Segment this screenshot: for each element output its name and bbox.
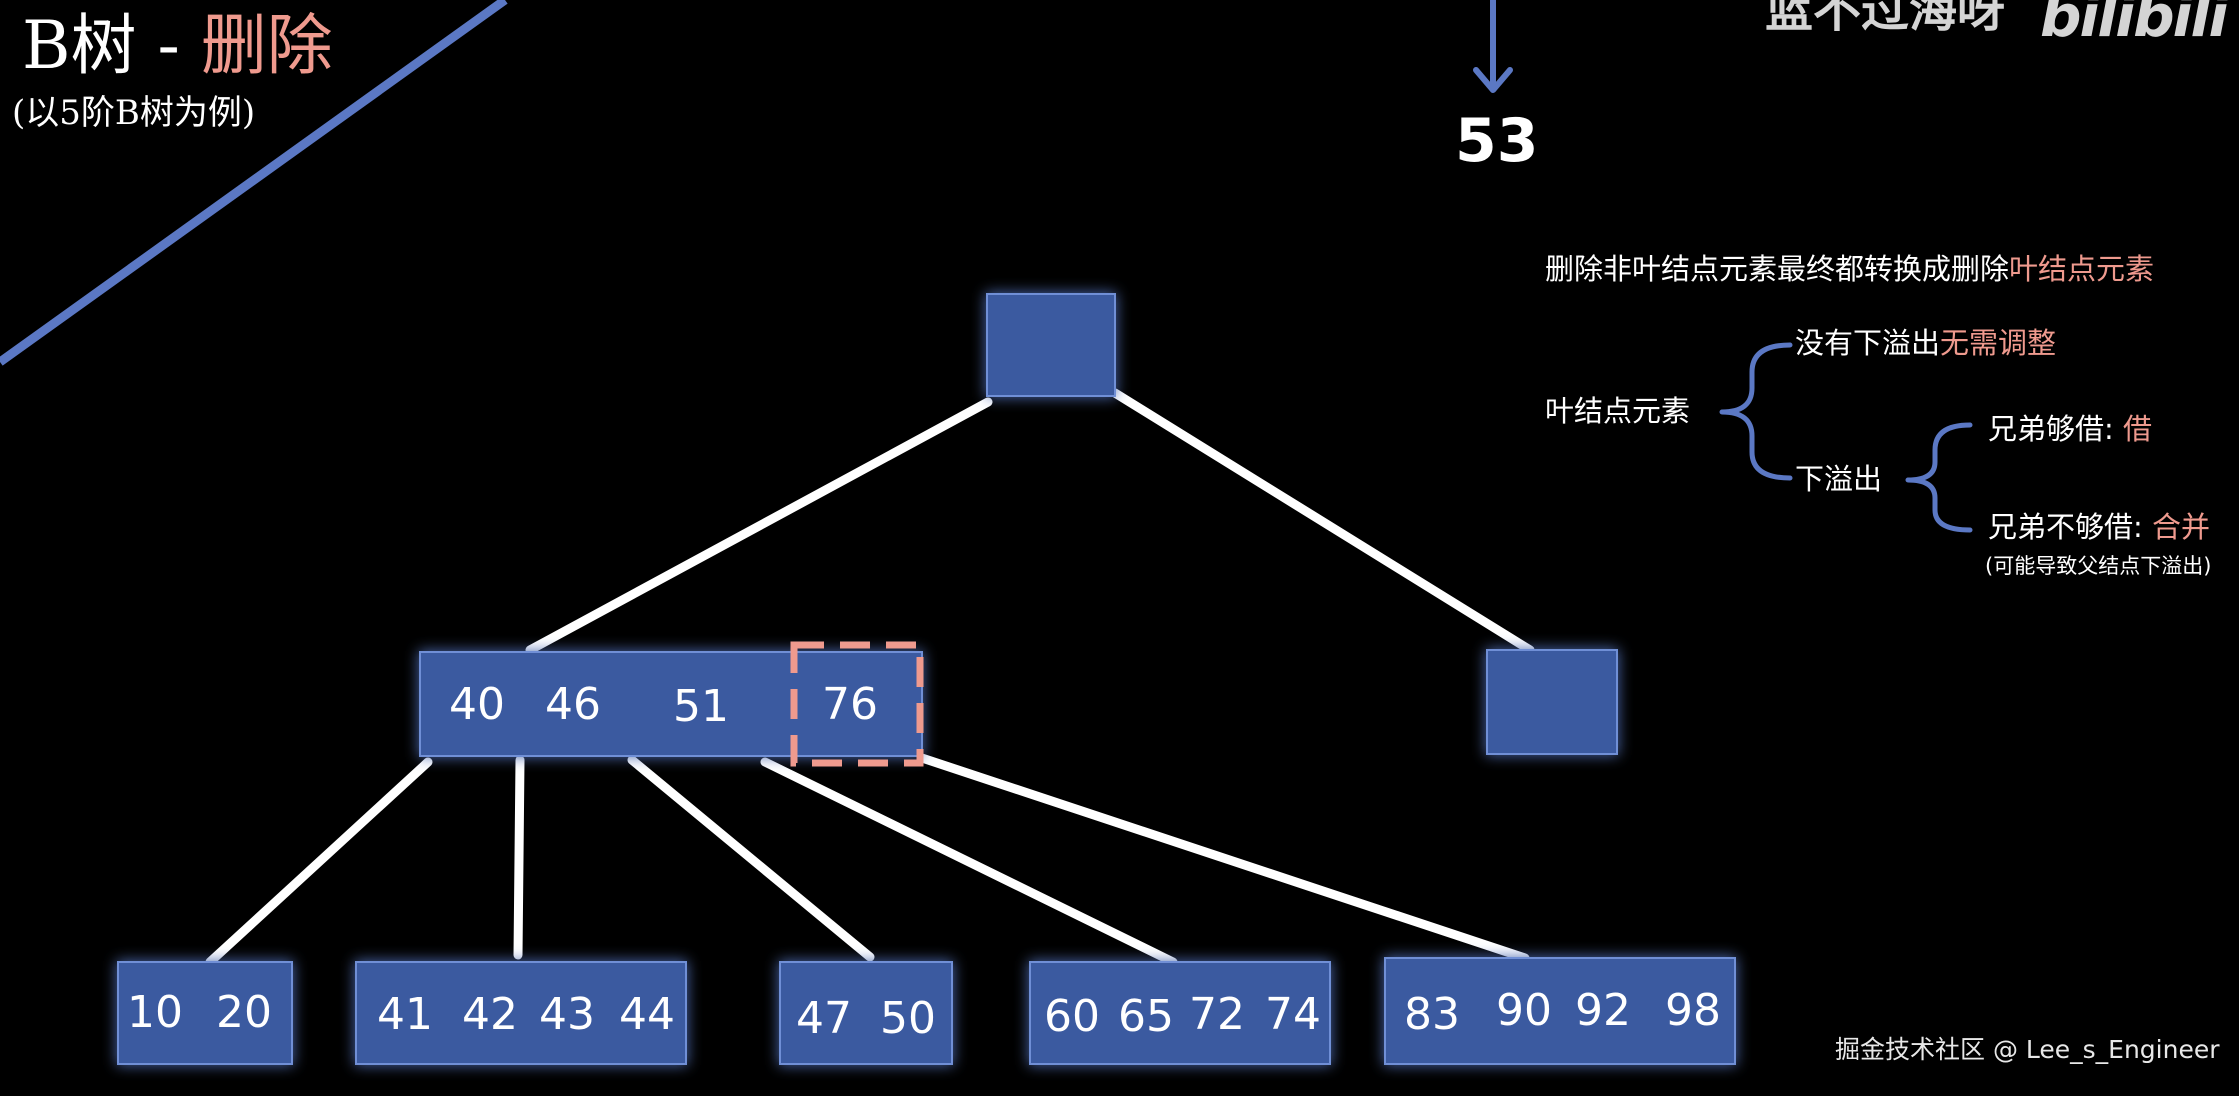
leaf-node-5 [1384, 957, 1736, 1065]
edge-to-leaf-5 [917, 753, 1530, 963]
note-merge-text: 兄弟不够借: [1988, 510, 2152, 544]
leaf-key: 92 [1575, 985, 1631, 1036]
leaf-key: 65 [1118, 991, 1174, 1042]
leaf-node-3 [779, 961, 953, 1065]
watermark: 掘金技术社区 @ Lee_s_Engineer [1835, 1035, 2220, 1064]
diagonal-accent-line [0, 0, 508, 366]
node-key: 51 [673, 681, 729, 732]
delete-key-label: 53 [1455, 106, 1539, 176]
edge-root-to-right [1110, 388, 1535, 655]
leaf-key: 83 [1404, 989, 1460, 1040]
note-headline-text: 删除非叶结点元素最终都转换成删除 [1545, 252, 2010, 286]
channel-name: 蓝不过海呀 [1765, 0, 2006, 38]
leaf-key: 47 [796, 993, 852, 1044]
title-prefix: B树 - [22, 7, 201, 84]
note-merge-accent: 合并 [2152, 510, 2211, 544]
node-key: 40 [449, 679, 505, 730]
title-accent: 删除 [200, 7, 333, 84]
leaf-node-2 [355, 961, 687, 1065]
note-borrow-accent: 借 [2123, 412, 2153, 446]
arrow-down-icon [1473, 0, 1513, 93]
note-no-underflow-text: 没有下溢出 [1795, 326, 1941, 360]
note-merge-caveat: (可能导致父结点下溢出) [1985, 554, 2212, 578]
leaf-key: 41 [377, 989, 433, 1040]
leaf-node-4 [1029, 961, 1331, 1065]
note-no-underflow: 没有下溢出无需调整 [1795, 324, 2056, 362]
node-key: 46 [545, 679, 601, 730]
note-borrow-text: 兄弟够借: [1988, 412, 2123, 446]
leaf-key: 60 [1044, 991, 1100, 1042]
bilibili-logo: bilibili [2040, 0, 2228, 50]
brace-underflow-cases [1905, 422, 1973, 533]
inner-node-left [419, 651, 923, 757]
edge-to-leaf-2 [513, 755, 525, 960]
inner-node-right [1486, 649, 1618, 755]
note-leaf-label: 叶结点元素 [1545, 394, 1691, 428]
note-no-underflow-accent: 无需调整 [1940, 326, 2057, 360]
page-subtitle: (以5阶B树为例) [12, 93, 256, 133]
note-headline-accent: 叶结点元素 [2009, 252, 2155, 286]
leaf-key: 43 [539, 989, 595, 1040]
edge-to-leaf-3 [627, 755, 875, 962]
page-title: B树 - 删除 [22, 4, 333, 88]
brace-leaf-cases [1719, 342, 1793, 481]
node-key-highlighted: 76 [822, 679, 878, 730]
highlight-box-key-76 [790, 641, 924, 767]
leaf-key: 10 [127, 987, 183, 1038]
leaf-node-1 [117, 961, 293, 1065]
leaf-key: 74 [1265, 989, 1321, 1040]
note-underflow: 下溢出 [1795, 462, 1883, 496]
edge-to-leaf-1 [205, 757, 433, 967]
note-merge: 兄弟不够借: 合并 [1988, 508, 2210, 546]
leaf-key: 72 [1189, 989, 1245, 1040]
leaf-key: 98 [1665, 985, 1721, 1036]
edge-to-leaf-4 [760, 757, 1178, 967]
note-headline: 删除非叶结点元素最终都转换成删除叶结点元素 [1545, 250, 2154, 288]
leaf-key: 44 [619, 989, 675, 1040]
leaf-key: 20 [216, 987, 272, 1038]
edge-root-to-left [525, 397, 993, 655]
note-borrow: 兄弟够借: 借 [1988, 410, 2152, 448]
leaf-key: 42 [462, 989, 518, 1040]
leaf-key: 50 [880, 993, 936, 1044]
root-node [986, 293, 1116, 397]
leaf-key: 90 [1496, 985, 1552, 1036]
